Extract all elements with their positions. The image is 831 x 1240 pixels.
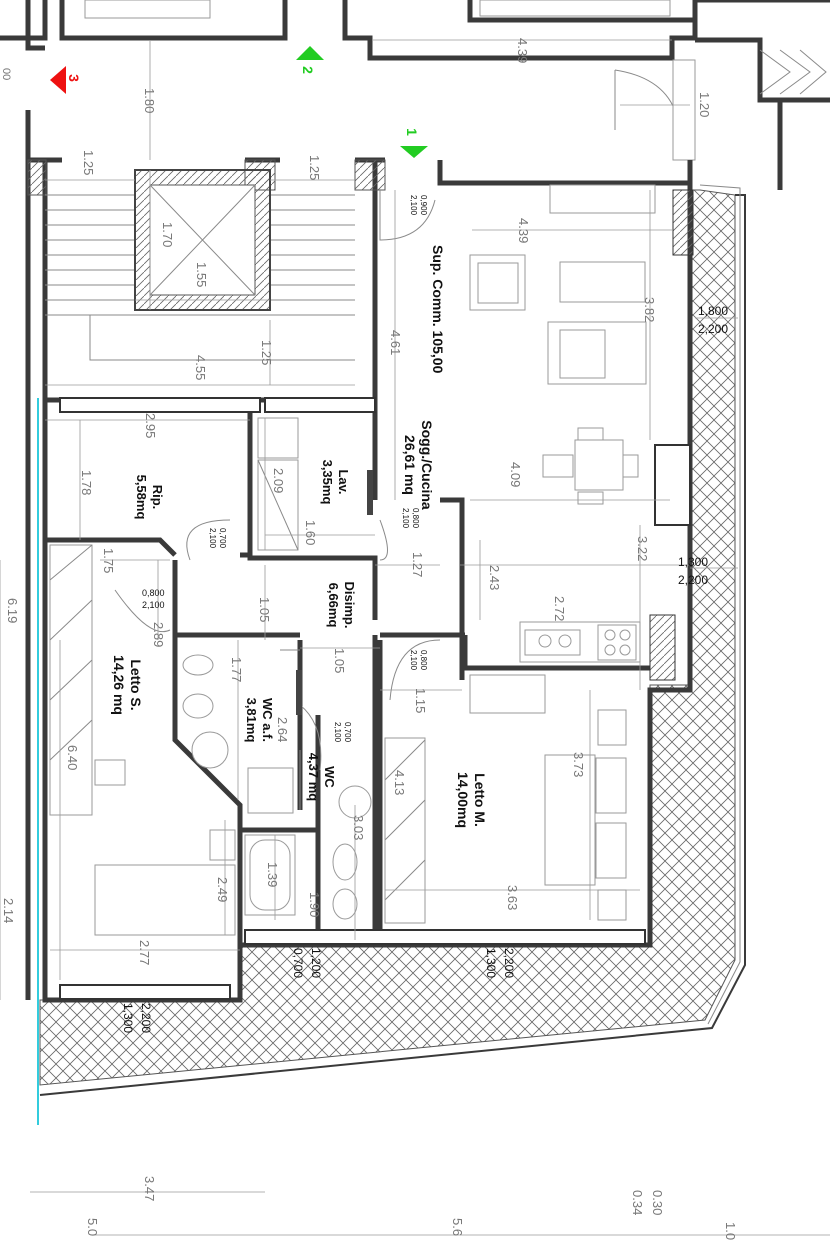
living-kitchen-walls: [440, 497, 650, 671]
door-swings: [114, 190, 441, 771]
window-jamb-3: [59, 984, 231, 1000]
window-jamb-2: [264, 397, 376, 413]
wc-af-fixtures: [182, 654, 294, 814]
bedroom-m-walls: [380, 632, 468, 668]
wc-fixtures: [244, 785, 372, 920]
lav-walls: [247, 400, 378, 620]
stair-hatch-left: [27, 159, 47, 196]
window-jamb-1: [59, 397, 261, 413]
terrace-edge-inner: [699, 184, 741, 1025]
letto-m-furniture: [384, 674, 627, 924]
top-walls: [0, 0, 698, 61]
window-frame-right-1: [672, 189, 694, 256]
window-frame-right-3: [649, 614, 676, 681]
window-frame-right-2: [654, 444, 691, 526]
living-furniture: [469, 184, 656, 505]
stair-treads: [45, 194, 355, 361]
window-code-lines-right: [690, 317, 738, 569]
lav-furniture: [257, 417, 299, 551]
door-leaf-lav: [367, 470, 373, 515]
top-right-structure: [695, 0, 830, 190]
stair-hatch-right-2: [354, 159, 386, 191]
terrace-edge: [39, 194, 746, 1096]
top-closet: [84, 0, 211, 19]
top-closet-2: [479, 0, 671, 17]
elevator-cross: [149, 184, 256, 296]
letto-s-furniture: [49, 544, 236, 936]
entrance-frame: [672, 59, 696, 161]
kitchen-counter: [519, 621, 641, 663]
door-leaf-wc: [296, 670, 302, 715]
window-jamb-4: [244, 929, 646, 945]
rip-walls: [45, 537, 250, 558]
top-right-zigzag: [759, 49, 827, 95]
corridor-walls: [172, 560, 383, 945]
dimension-lines: [0, 39, 830, 1236]
